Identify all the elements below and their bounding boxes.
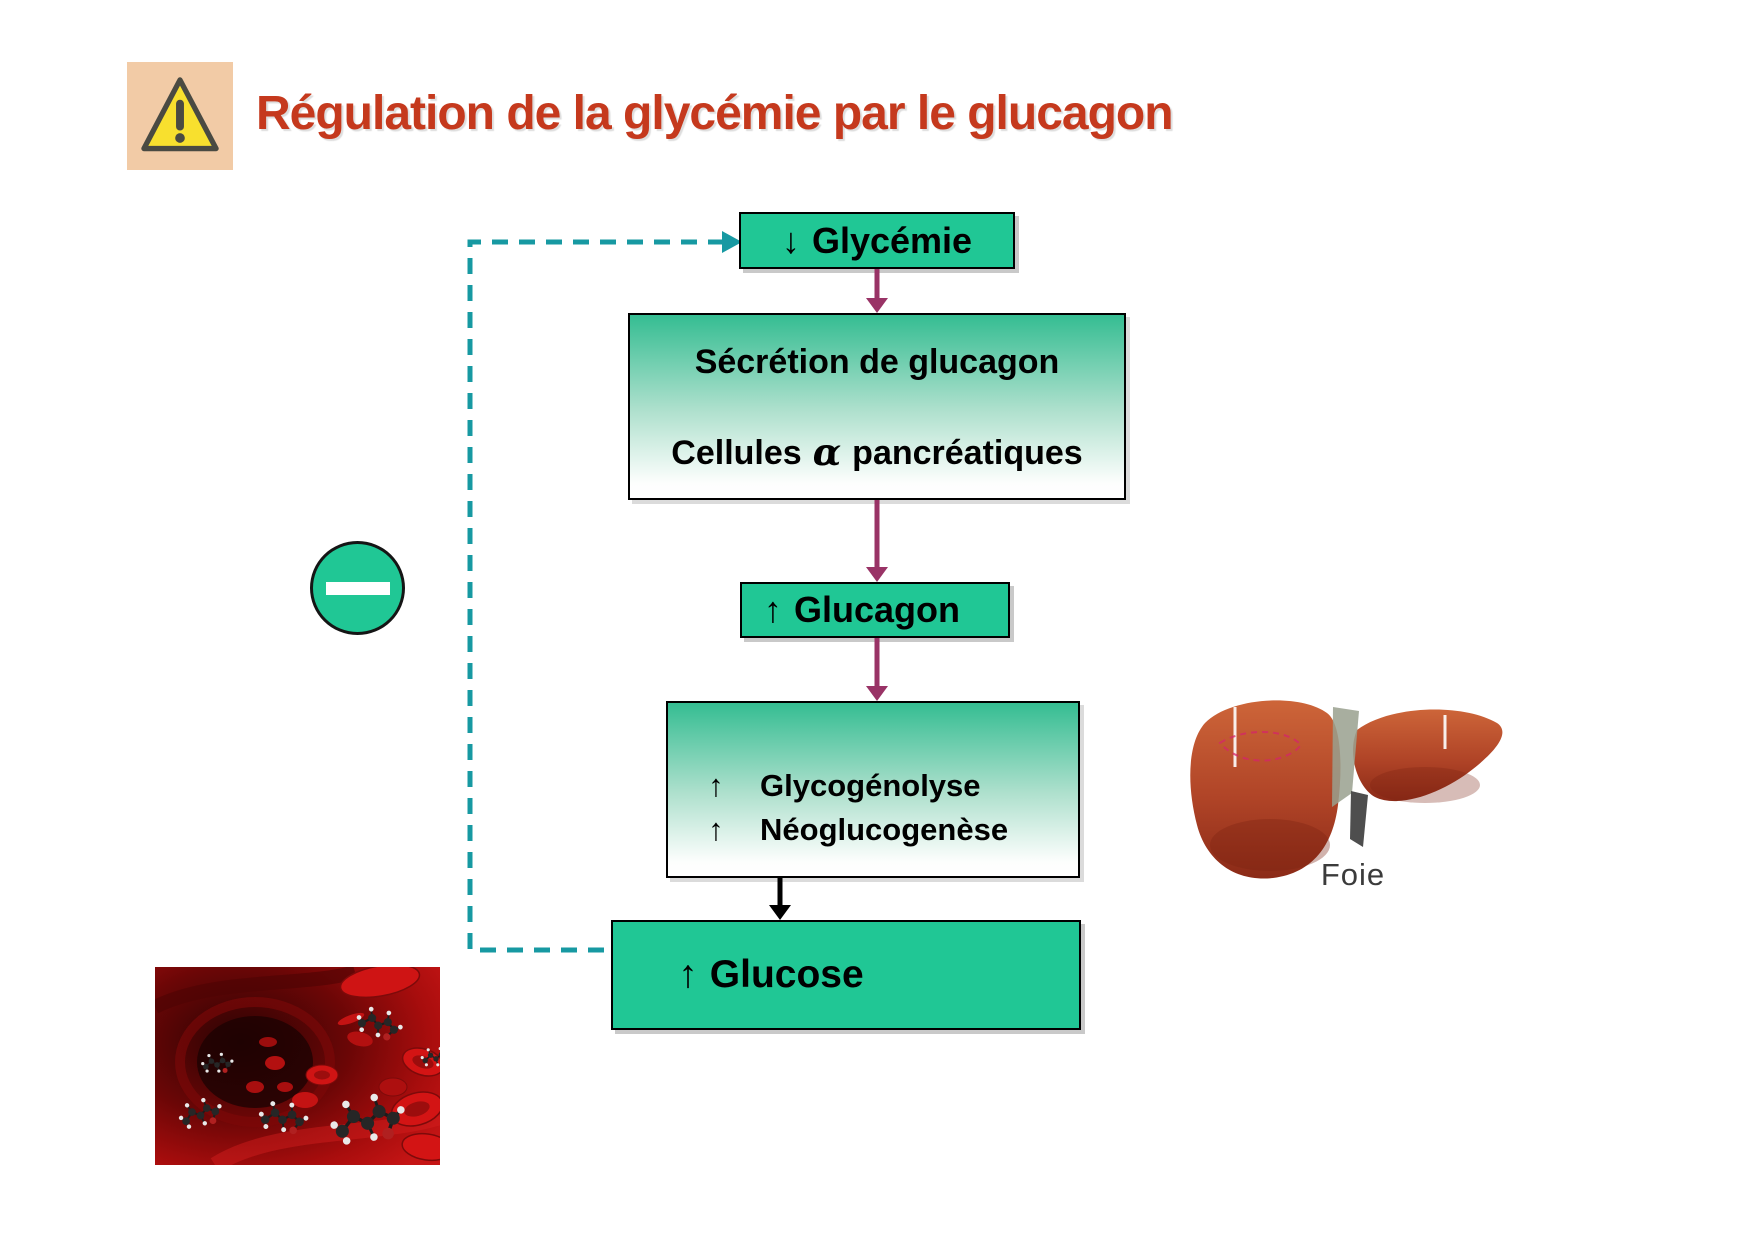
blood-glucose-image [155,967,440,1165]
glycogenolyse-label: Glycogénolyse [760,768,981,803]
minus-bar [325,581,390,595]
up-arrow-glyph: ↑ [678,953,698,996]
cellules-alpha-label: Cellules α pancréatiques [671,434,1082,473]
glucose-text: ↑ Glucose [678,953,863,997]
cellules-word: Cellules [671,434,802,472]
glucose-label: Glucose [709,953,864,996]
inhibition-minus-icon [310,541,405,635]
secretion-label: Sécrétion de glucagon [694,343,1060,381]
slide-title: Régulation de la glycémie par le glucago… [256,87,1174,140]
neoglucogenese-label: Néoglucogenèse [760,812,1009,847]
up-arrow-glyph: ↑ [763,589,782,630]
glucagon-text: ↑ Glucagon [764,589,960,631]
warning-icon-tile [127,62,233,170]
alpha-symbol: α [812,430,842,474]
box-glucose: ↑ Glucose [611,920,1081,1030]
liver-caption: Foie [1320,857,1386,892]
arrow-glucagon-to-effects [866,638,888,701]
box-secretion-glucagon: Sécrétion de glucagon Cellules α pancréa… [628,313,1126,500]
warning-icon [141,77,219,152]
box-effects: ↑ Glycogénolyse ↑ Néoglucogenèse [666,701,1080,878]
box-glycemie: ↓ Glycémie [739,212,1015,269]
down-arrow-glyph: ↓ [781,219,800,261]
up-arrow-glyph: ↑ [708,812,724,847]
liver-image [1175,685,1510,885]
glycemie-label: Glycémie [811,219,973,261]
box-glucagon: ↑ Glucagon [740,582,1010,638]
effect-row-neoglucogenese: ↑ Néoglucogenèse [704,812,1008,848]
effect-row-glycogenolyse: ↑ Glycogénolyse [704,768,981,804]
up-arrow-glyph: ↑ [708,768,724,803]
arrow-glycemie-to-secretion [866,269,888,313]
glycemie-text: ↓ Glycémie [782,220,972,262]
glucagon-label: Glucagon [793,589,960,630]
arrow-secretion-to-glucagon [866,500,888,582]
pancreatiques-word: pancréatiques [852,434,1083,472]
arrow-effects-to-glucose [769,878,791,920]
